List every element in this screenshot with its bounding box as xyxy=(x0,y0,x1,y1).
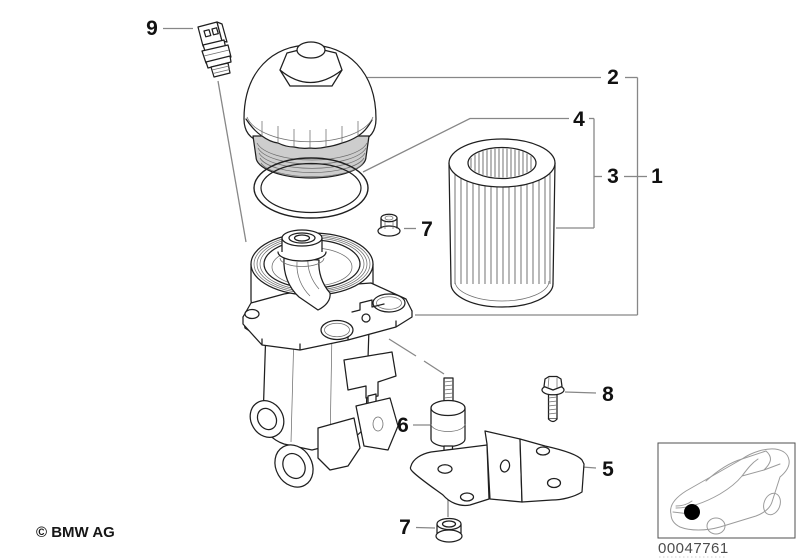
hex-nut xyxy=(377,213,401,237)
o-ring xyxy=(253,157,369,219)
bolt xyxy=(541,375,565,423)
callout-labels: 9 2 4 3 1 7 6 8 5 7 xyxy=(146,17,663,539)
part-location-dot xyxy=(684,504,700,520)
callout-3[interactable]: 3 xyxy=(607,165,619,188)
callout-9[interactable]: 9 xyxy=(146,17,158,40)
callout-6[interactable]: 6 xyxy=(397,414,409,437)
callout-2[interactable]: 2 xyxy=(607,66,619,89)
inset-border xyxy=(657,442,796,539)
callout-7-upper[interactable]: 7 xyxy=(421,218,433,241)
image-number: 00047761 xyxy=(658,540,729,557)
copyright-text: © BMW AG xyxy=(36,524,115,541)
oil-pressure-switch xyxy=(197,21,232,78)
callout-5[interactable]: 5 xyxy=(602,458,614,481)
grommet xyxy=(435,517,463,543)
support-bracket xyxy=(409,430,585,507)
filter-element xyxy=(448,138,556,308)
callout-1[interactable]: 1 xyxy=(651,165,663,188)
oil-filter-cover xyxy=(243,41,377,179)
oil-filter-housing xyxy=(242,229,413,488)
callout-8[interactable]: 8 xyxy=(602,383,614,406)
leader-lines xyxy=(163,27,647,529)
callout-7-lower[interactable]: 7 xyxy=(399,516,411,539)
car-location-inset: 00047761 xyxy=(657,442,796,558)
callout-4[interactable]: 4 xyxy=(573,108,585,131)
